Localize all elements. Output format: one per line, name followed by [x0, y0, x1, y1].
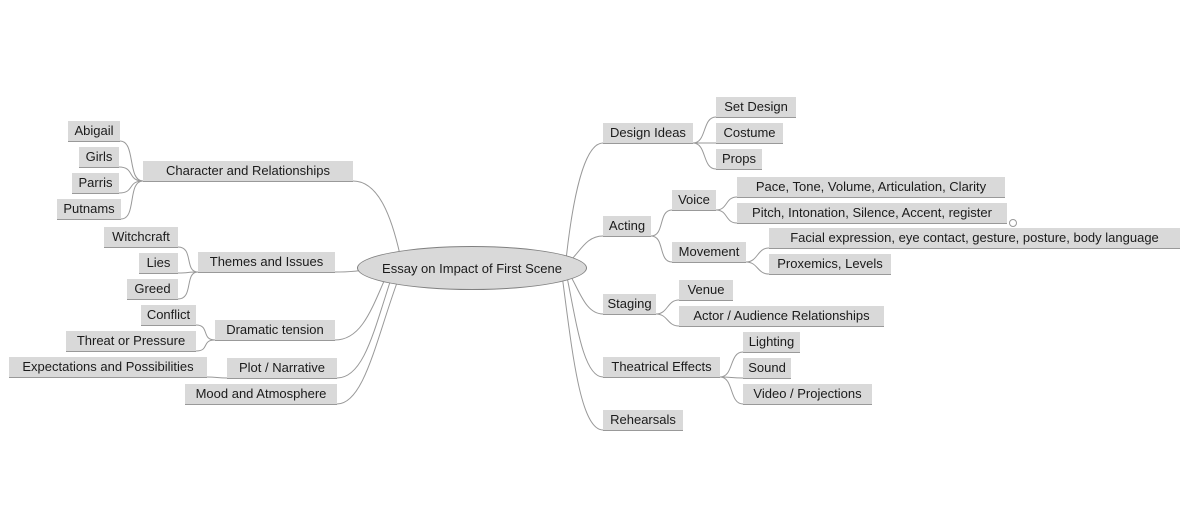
connector-parris [118, 180, 144, 194]
node-theatrical-effects[interactable]: Theatrical Effects [603, 357, 720, 378]
node-pitch-intonation-silence-accent-register[interactable]: Pitch, Intonation, Silence, Accent, regi… [737, 203, 1007, 224]
connector-proxemics [745, 261, 770, 275]
node-themes-and-issues[interactable]: Themes and Issues [198, 252, 335, 273]
connector-root-dramatic [334, 271, 389, 341]
node-dramatic-tension[interactable]: Dramatic tension [215, 320, 335, 341]
node-video-projections[interactable]: Video / Projections [743, 384, 872, 405]
node-abigail[interactable]: Abigail [68, 121, 120, 142]
node-sound[interactable]: Sound [743, 358, 791, 379]
connector-props [692, 142, 717, 170]
connector-lighting [719, 351, 744, 378]
connector-root-plot [336, 275, 393, 379]
connector-threat [195, 339, 216, 352]
node-plot-narrative[interactable]: Plot / Narrative [227, 358, 337, 379]
connector-root-theatrical [565, 271, 604, 378]
connector-facial [745, 247, 770, 263]
node-witchcraft[interactable]: Witchcraft [104, 227, 178, 248]
connector-girls [118, 166, 144, 182]
node-greed[interactable]: Greed [127, 279, 178, 300]
node-movement[interactable]: Movement [672, 242, 746, 263]
connector-video [719, 376, 744, 405]
connector-abigail [119, 140, 144, 182]
connector-set-design [692, 116, 717, 144]
node-pace-tone-volume-articulation-clarity[interactable]: Pace, Tone, Volume, Articulation, Clarit… [737, 177, 1005, 198]
node-props[interactable]: Props [716, 149, 762, 170]
node-girls[interactable]: Girls [79, 147, 119, 168]
node-conflict[interactable]: Conflict [141, 305, 196, 326]
connector-root-mood [336, 279, 399, 405]
node-threat-or-pressure[interactable]: Threat or Pressure [66, 331, 196, 352]
connector-expectations [206, 376, 228, 379]
node-facial-expression-body-language[interactable]: Facial expression, eye contact, gesture,… [769, 228, 1180, 249]
node-putnams[interactable]: Putnams [57, 199, 121, 220]
node-character-and-relationships[interactable]: Character and Relationships [143, 161, 353, 182]
node-staging[interactable]: Staging [603, 294, 656, 315]
connector-putnams [120, 180, 144, 220]
node-set-design[interactable]: Set Design [716, 97, 796, 118]
connector-pace [715, 196, 738, 211]
connector-greed [177, 271, 199, 300]
node-expectations-and-possibilities[interactable]: Expectations and Possibilities [9, 357, 207, 378]
node-design-ideas[interactable]: Design Ideas [603, 123, 693, 144]
node-costume[interactable]: Costume [716, 123, 783, 144]
node-proxemics-levels[interactable]: Proxemics, Levels [769, 254, 891, 275]
connector-root-design [565, 142, 604, 261]
connector-root-acting [571, 235, 604, 260]
node-voice[interactable]: Voice [672, 190, 716, 211]
node-actor-audience-relationships[interactable]: Actor / Audience Relationships [679, 306, 884, 327]
connector-pitch [715, 209, 738, 224]
connector-root-character [352, 180, 403, 265]
connector-witchcraft [177, 246, 199, 273]
connector-root-staging [569, 274, 604, 315]
connector-actor-audience [655, 313, 680, 327]
collapse-handle-icon[interactable] [1009, 219, 1017, 227]
connector-venue [655, 299, 680, 315]
node-parris[interactable]: Parris [72, 173, 119, 194]
node-lies[interactable]: Lies [139, 253, 178, 274]
node-mood-and-atmosphere[interactable]: Mood and Atmosphere [185, 384, 337, 405]
connector-voice [650, 209, 673, 237]
root-node[interactable]: Essay on Impact of First Scene [357, 246, 587, 290]
connector-movement [650, 235, 673, 263]
node-venue[interactable]: Venue [679, 280, 733, 301]
node-rehearsals[interactable]: Rehearsals [603, 410, 683, 431]
connector-conflict [195, 324, 216, 341]
connector-root-rehearsals [561, 274, 604, 431]
node-acting[interactable]: Acting [603, 216, 651, 237]
node-lighting[interactable]: Lighting [743, 332, 800, 353]
